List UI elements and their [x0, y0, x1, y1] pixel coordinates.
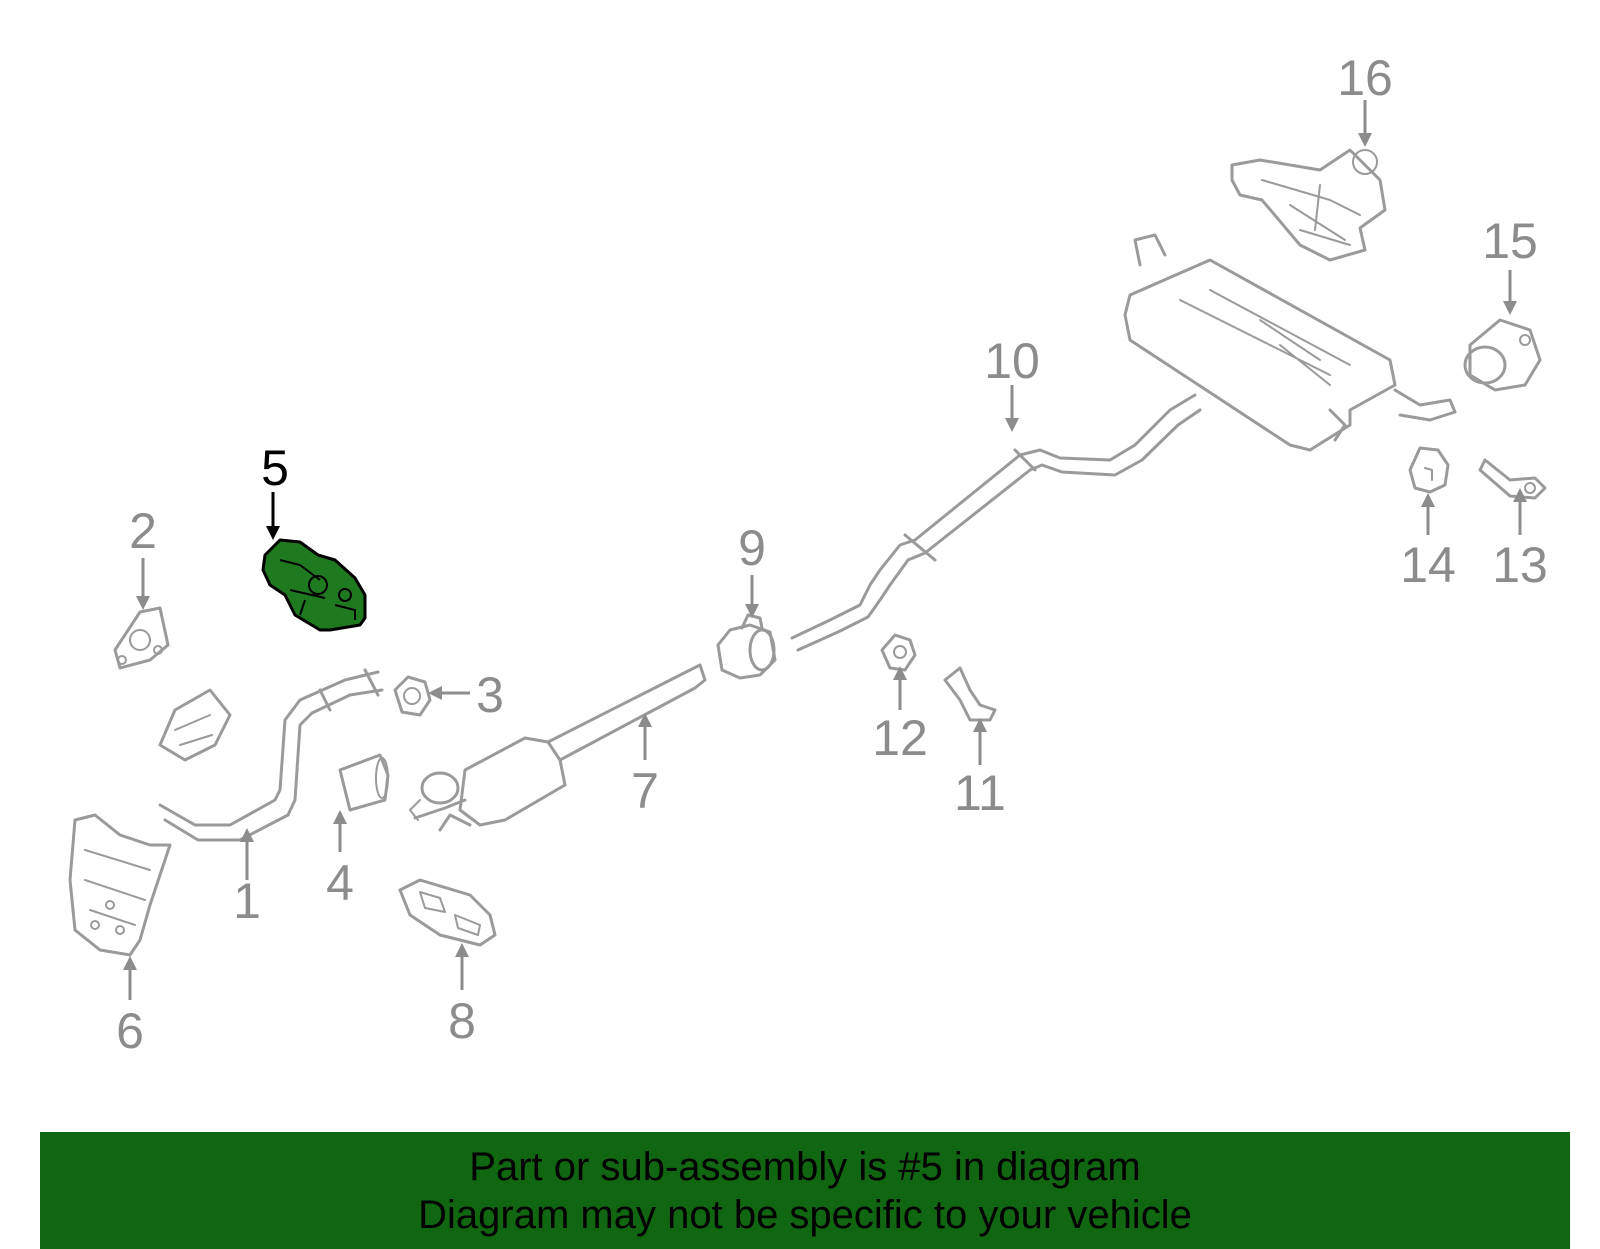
- part-6-heat-shield[interactable]: [68, 813, 172, 957]
- banner-line-1: Part or sub-assembly is #5 in diagram: [469, 1144, 1141, 1189]
- part-9-clamp[interactable]: [716, 613, 777, 680]
- callout-13: 13: [1492, 537, 1548, 593]
- part-8-heat-shield[interactable]: [398, 878, 497, 947]
- part-1-front-pipe[interactable]: [158, 668, 384, 842]
- part-11-hanger-bracket[interactable]: [943, 666, 997, 722]
- part-7-front-pipe[interactable]: [409, 663, 707, 832]
- callout-11: 11: [954, 765, 1006, 821]
- callout-12: 12: [872, 710, 928, 766]
- part-3-gasket[interactable]: [393, 675, 432, 717]
- callout-16: 16: [1337, 50, 1393, 106]
- callout-2: 2: [129, 503, 157, 559]
- part-12-gasket[interactable]: [880, 633, 917, 672]
- callout-4: 4: [326, 855, 354, 911]
- part-13-bracket[interactable]: [1478, 458, 1547, 500]
- part-10-muffler-assembly[interactable]: [790, 233, 1457, 652]
- callout-8: 8: [448, 993, 476, 1049]
- callout-arrows: [123, 100, 1527, 1000]
- banner-line-2: Diagram may not be specific to your vehi…: [418, 1192, 1192, 1237]
- callout-10: 10: [984, 333, 1040, 389]
- part-5-heat-shield-highlighted[interactable]: [261, 538, 367, 632]
- part-2-flange-gasket[interactable]: [113, 606, 170, 670]
- callout-7: 7: [631, 763, 659, 819]
- part-16-heat-shield[interactable]: [1230, 148, 1387, 262]
- part-15-exhaust-tip[interactable]: [1463, 318, 1542, 392]
- callout-9: 9: [738, 520, 766, 576]
- part-4-sleeve[interactable]: [338, 753, 390, 812]
- callout-1: 1: [233, 873, 261, 929]
- callout-15: 15: [1482, 213, 1538, 269]
- info-banner: Part or sub-assembly is #5 in diagram Di…: [40, 1132, 1570, 1249]
- callout-6: 6: [116, 1003, 144, 1059]
- callout-3: 3: [476, 667, 504, 723]
- callout-5: 5: [261, 440, 289, 496]
- callout-14: 14: [1400, 537, 1456, 593]
- part-14-rubber-hanger[interactable]: [1408, 446, 1450, 494]
- exhaust-system-diagram: 1 2 3 4 5 6 7 8 9 10 11 12 13 14 15 16: [68, 50, 1548, 1059]
